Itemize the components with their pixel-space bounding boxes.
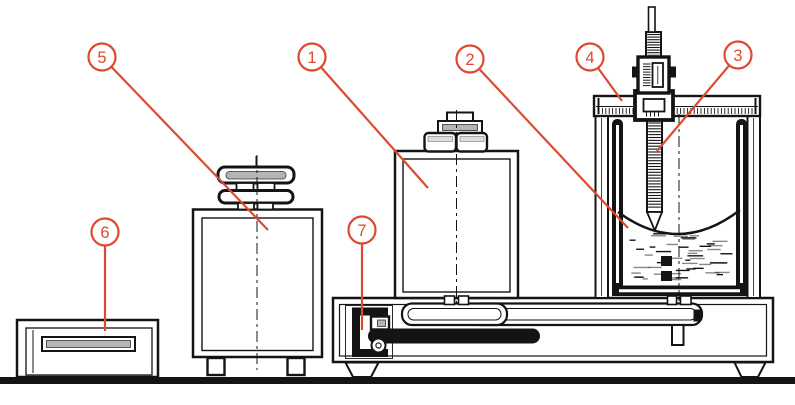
flat-device (15, 318, 160, 379)
carriage-ticks (646, 112, 659, 117)
callout-3-leader (656, 64, 731, 152)
cap-shoulder-left-inner (427, 136, 453, 142)
tank-center-tab-left (666, 295, 678, 306)
coupler-tab-left (632, 66, 638, 78)
slide-rail-short (400, 302, 509, 327)
container-center-tab-right (457, 295, 470, 306)
actuator-threads (647, 33, 660, 56)
callout-6-circle (90, 217, 120, 247)
slide-rail-end-block (693, 309, 701, 322)
callout-2-number: 2 (465, 51, 474, 69)
cap-shoulder-left (423, 131, 458, 153)
lid-tab-4 (256, 202, 274, 211)
ground-line (0, 377, 795, 384)
flat-device-inner (25, 327, 153, 376)
tank-assembly (592, 6, 762, 299)
callout-5-circle (87, 42, 117, 72)
callout-1-leader (320, 66, 429, 189)
left-container-foot-left (206, 356, 226, 377)
callout-5-leader (110, 65, 269, 231)
liquid-blob-2 (661, 271, 672, 281)
actuator-top-rod (647, 6, 656, 33)
callout-3-circle (723, 40, 753, 70)
callout-5-number: 5 (97, 49, 106, 67)
callout-1-circle (297, 42, 327, 72)
probe-tip (645, 211, 664, 233)
callout-2-circle (455, 44, 485, 74)
lead-screw-threads (648, 122, 661, 208)
lid-disc-top-inner (225, 171, 287, 180)
callout-4-number: 4 (585, 49, 594, 67)
callout-2: 2 (455, 44, 629, 229)
callout-6: 6 (90, 217, 120, 331)
liquid (629, 233, 733, 281)
coupler-tab-right (669, 66, 676, 78)
callout-4-leader (597, 67, 623, 102)
lid-disc-bottom (217, 189, 295, 205)
coupler-hatch (643, 63, 651, 87)
callout-4-circle (575, 42, 605, 72)
callout-7-number: 7 (357, 222, 366, 240)
callout-2-leader (478, 68, 629, 229)
callout-1: 1 (297, 42, 429, 189)
slide-rail-short-inner (407, 308, 502, 321)
callout-6-number: 6 (100, 224, 109, 242)
base-slide-unit (331, 295, 775, 378)
liquid-blob-1 (661, 256, 672, 266)
cap-shoulder-right (455, 131, 489, 153)
base-foot-right (732, 361, 768, 378)
roller-wheel (370, 337, 387, 354)
base-foot-left (343, 361, 381, 378)
ruler-ticks (598, 108, 756, 114)
cap-shoulder-right-inner (459, 136, 485, 142)
container-center-tab-left (443, 295, 456, 306)
callout-7: 7 (347, 215, 377, 330)
cap-mid-inner (442, 124, 478, 131)
callout-7-circle (347, 215, 377, 245)
callouts-layer: 1 2 3 4 5 6 7 (87, 40, 753, 331)
slide-bracket (352, 307, 388, 357)
callout-1-number: 1 (307, 49, 316, 67)
carriage-block-window (642, 98, 666, 113)
tank-center-bracket (671, 324, 685, 346)
roller-wheel-hub (375, 342, 382, 349)
callout-5: 5 (87, 42, 269, 231)
centerlines (256, 110, 680, 370)
slide-block-inner (377, 319, 386, 327)
callout-3: 3 (656, 40, 753, 152)
callout-3-number: 3 (733, 47, 742, 65)
left-container-foot-right (286, 356, 306, 377)
carriage-bar (368, 328, 540, 344)
callout-4: 4 (575, 42, 623, 102)
flat-device-slot-bar (46, 340, 131, 348)
tank-center-tab-right (679, 295, 692, 306)
